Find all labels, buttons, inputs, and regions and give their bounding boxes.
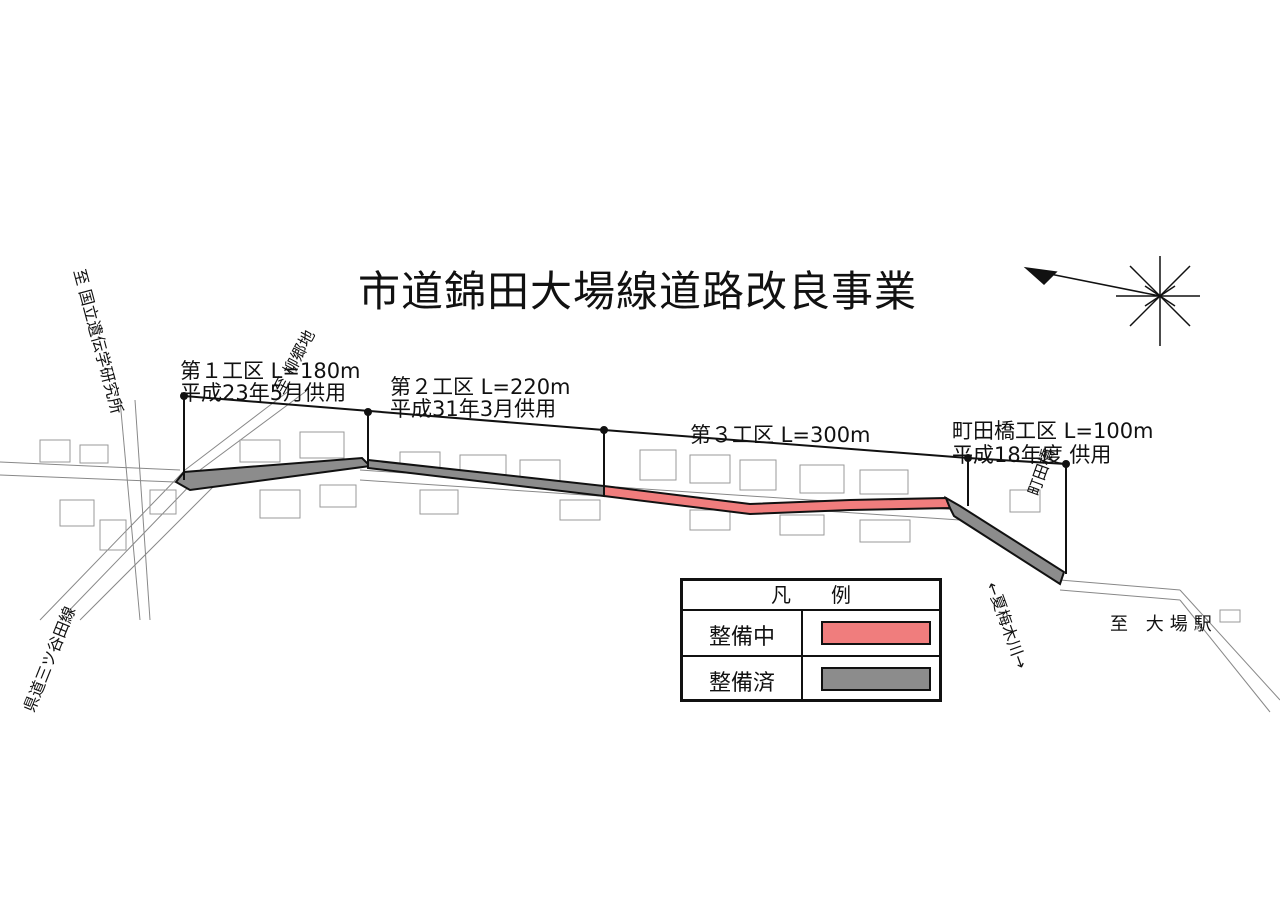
road-section-machida-completed [944,495,1066,586]
road-section-1-completed [174,456,373,492]
section-machida-name: 町田橋工区 L=100m [952,419,1154,443]
section-1-name: 第１工区 L=180m [180,359,361,383]
label-to-oba-station: 至 大場駅 [1110,614,1218,635]
legend-label-completed: 整備済 [708,671,775,696]
legend-divider [801,609,803,699]
road-section-2-completed [367,458,605,498]
section-dimension-lines [180,392,1070,574]
legend-row-in-progress: 整備中 [683,609,939,655]
legend-label-in-progress: 整備中 [708,625,775,650]
north-arrow-compass-icon [1023,256,1200,346]
section-machida-note: 平成18年度 供用 [952,443,1112,467]
section-2-note: 平成31年3月供用 [390,397,557,421]
legend-swatch-in-progress [821,621,931,645]
section-3-name: 第３工区 L=300m [690,423,871,447]
legend-row-completed: 整備済 [683,655,939,701]
map-legend: 凡例 整備中 整備済 [680,578,942,702]
section-1-note: 平成23年5月供用 [180,381,347,405]
page-title: 市道錦田大場線道路改良事業 [358,267,918,316]
legend-swatch-completed [821,667,931,691]
legend-header: 凡例 [771,583,891,607]
section-2-name: 第２工区 L=220m [390,375,571,399]
